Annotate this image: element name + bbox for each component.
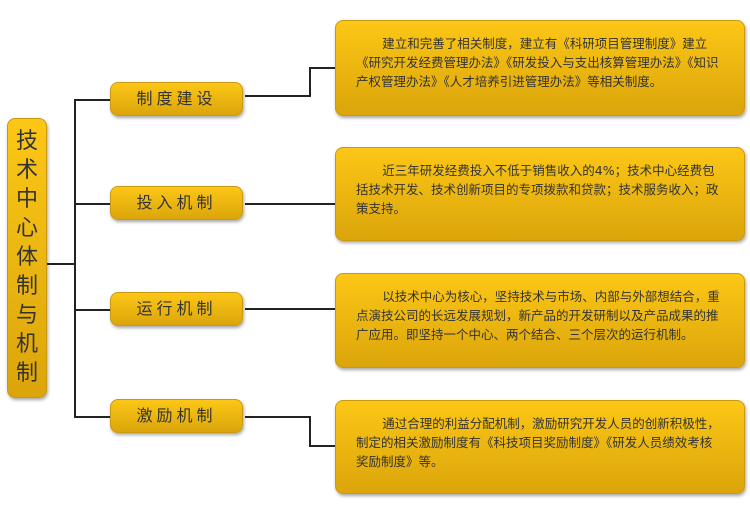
connector [309,445,335,447]
connector [47,263,75,265]
connector [245,308,335,310]
connector [75,416,110,418]
connector [309,67,311,97]
branch-incentive: 激励机制 [110,399,243,433]
connector [309,67,335,69]
connector [245,416,311,418]
branch-system-building: 制度建设 [110,82,243,116]
connector [245,203,335,205]
connector [75,203,110,205]
detail-system-building: 建立和完善了相关制度，建立有《科研项目管理制度》建立《研究开发经费管理办法》《研… [335,20,745,116]
root-node: 技术中心体制与机制 [7,118,47,398]
connector [309,416,311,447]
detail-incentive: 通过合理的利益分配机制，激励研究开发人员的创新积极性，制定的相关激励制度有《科技… [335,400,745,494]
detail-investment: 近三年研发经费投入不低于销售收入的4%；技术中心经费包括技术开发、技术创新项目的… [335,147,745,241]
detail-operation: 以技术中心为核心，坚持技术与市场、内部与外部想结合，重点演技公司的长远发展规划，… [335,273,745,368]
branch-investment: 投入机制 [110,186,243,220]
connector [75,99,110,101]
connector [245,95,311,97]
branch-operation: 运行机制 [110,292,243,326]
connector [74,99,76,418]
connector [75,309,110,311]
